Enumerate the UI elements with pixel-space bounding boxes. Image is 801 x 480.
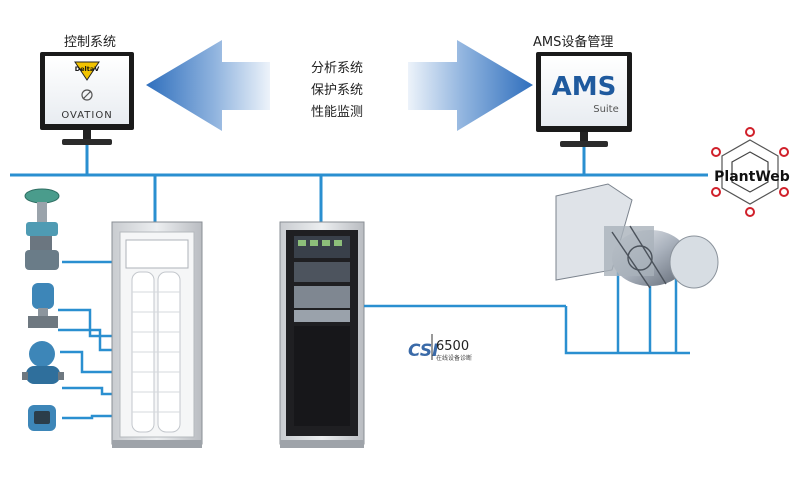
center-text-block: 分析系统 保护系统 性能监测: [311, 58, 363, 124]
left-arrow: [146, 40, 270, 131]
csi6500-cabinet: [279, 221, 365, 448]
ovation-logo-text: OVATION: [61, 110, 112, 121]
flow-meter-device: [22, 341, 64, 384]
left-monitor: DeltaV OVATION: [40, 52, 134, 145]
suite-logo-text: Suite: [593, 104, 619, 115]
deltav-logo-text: DeltaV: [75, 65, 100, 73]
right-monitor: AMS Suite: [536, 52, 632, 147]
ams-logo-text: AMS: [552, 72, 617, 102]
plantweb-label: PlantWeb: [714, 169, 790, 185]
pressure-transmitter-device: [28, 283, 58, 328]
csi-subtitle-text: 在线设备诊断: [436, 354, 472, 362]
center-text-protection: 保护系统: [311, 83, 364, 98]
ams-management-label: AMS设备管理: [533, 35, 614, 50]
csi-model-text: 6500: [436, 339, 469, 354]
right-arrow: [408, 40, 533, 131]
transmitter-display-device: [28, 405, 56, 431]
field-wiring: [58, 260, 112, 420]
plantweb-logo: PlantWeb: [711, 127, 790, 217]
gas-turbine-image: [555, 183, 719, 289]
csi6500-logo: CSI 6500 在线设备诊断: [408, 334, 472, 362]
csi-logo-text: CSI: [408, 341, 438, 361]
control-system-label: 控制系统: [64, 35, 117, 50]
controller-cabinet: [111, 221, 203, 448]
center-text-analysis: 分析系统: [311, 61, 364, 76]
valve-actuator-device: [24, 188, 60, 270]
center-text-performance: 性能监测: [311, 105, 364, 120]
